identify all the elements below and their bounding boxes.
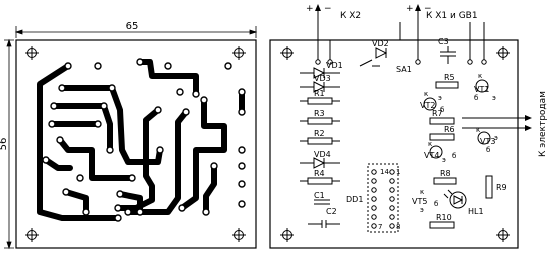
pin-1: 1: [396, 168, 400, 176]
label-c3: C3: [438, 37, 449, 46]
mounting-hole-icon: [25, 46, 246, 242]
polarity-minus-label: −: [424, 4, 432, 14]
electrodes-connection-label: К электродам: [538, 91, 548, 157]
label-r6: R6: [444, 125, 455, 134]
pin-14: 14: [380, 168, 389, 176]
label-c1: C1: [314, 191, 325, 200]
label-vt4: VT4: [424, 151, 439, 160]
label-vt3: VT3: [480, 137, 495, 146]
transistor-pin-labels: к б э э к б к э б к э б к э б: [420, 72, 498, 214]
pin-8: 8: [396, 223, 400, 231]
label-c2: C2: [326, 207, 337, 216]
copper-traces: [37, 59, 245, 221]
label-r7: R7: [432, 109, 443, 118]
svg-text:б: б: [440, 106, 444, 114]
label-r5: R5: [444, 73, 455, 82]
label-r9: R9: [496, 183, 507, 192]
arrow-icon: [315, 4, 532, 131]
polarity-plus-label: +: [406, 4, 414, 14]
x1-gb1-connection-label: К X1 и GB1: [426, 11, 478, 21]
mounting-hole-icon: [280, 46, 510, 242]
svg-text:к: к: [428, 140, 432, 148]
svg-text:к: к: [420, 188, 424, 196]
height-label: 56: [0, 138, 9, 151]
label-r8: R8: [440, 169, 451, 178]
svg-text:к: к: [424, 90, 428, 98]
label-vd3: VD3: [314, 74, 331, 83]
svg-text:э: э: [492, 94, 496, 102]
label-vt2: VT2: [420, 101, 435, 110]
label-r4: R4: [314, 169, 325, 178]
height-dimension: [4, 38, 14, 250]
polarity-minus-label: −: [324, 4, 332, 14]
svg-text:э: э: [420, 206, 424, 214]
label-vt1: VT1: [474, 85, 489, 94]
copper-side-board: 65 56: [0, 21, 258, 250]
component-side-board: + − + − К X2 К X1 и GB1 К электродам: [269, 4, 548, 249]
svg-text:э: э: [442, 156, 446, 164]
label-vd4: VD4: [314, 150, 331, 159]
component-outlines: [300, 46, 493, 233]
copper-pads: [42, 58, 246, 222]
polarity-plus-label: +: [306, 4, 314, 14]
label-dd1: DD1: [346, 195, 363, 204]
component-labels: VD1 VD3 VD2 VD4 R1 R3 R2 R4 R5 R7 R6 R8 …: [314, 37, 507, 231]
pin-7: 7: [378, 223, 382, 231]
svg-text:к: к: [478, 72, 482, 80]
svg-text:б: б: [486, 146, 490, 154]
label-r3: R3: [314, 109, 325, 118]
svg-text:э: э: [494, 134, 498, 142]
x2-connection-label: К X2: [340, 11, 361, 21]
width-dimension: [14, 26, 258, 38]
svg-text:к: к: [476, 126, 480, 134]
label-r2: R2: [314, 129, 325, 138]
chip-pins: [315, 59, 487, 229]
svg-text:б: б: [452, 152, 456, 160]
external-wires: [317, 10, 525, 129]
label-vt5: VT5: [412, 197, 427, 206]
label-vd2: VD2: [372, 39, 389, 48]
label-vd1: VD1: [326, 61, 343, 70]
svg-text:э: э: [438, 94, 442, 102]
label-hl1: HL1: [468, 207, 484, 216]
width-label: 65: [126, 21, 139, 32]
label-sa1: SA1: [396, 65, 412, 74]
svg-text:б: б: [474, 94, 478, 102]
label-r10: R10: [436, 213, 452, 222]
svg-text:б: б: [434, 200, 438, 208]
label-r1: R1: [314, 89, 325, 98]
